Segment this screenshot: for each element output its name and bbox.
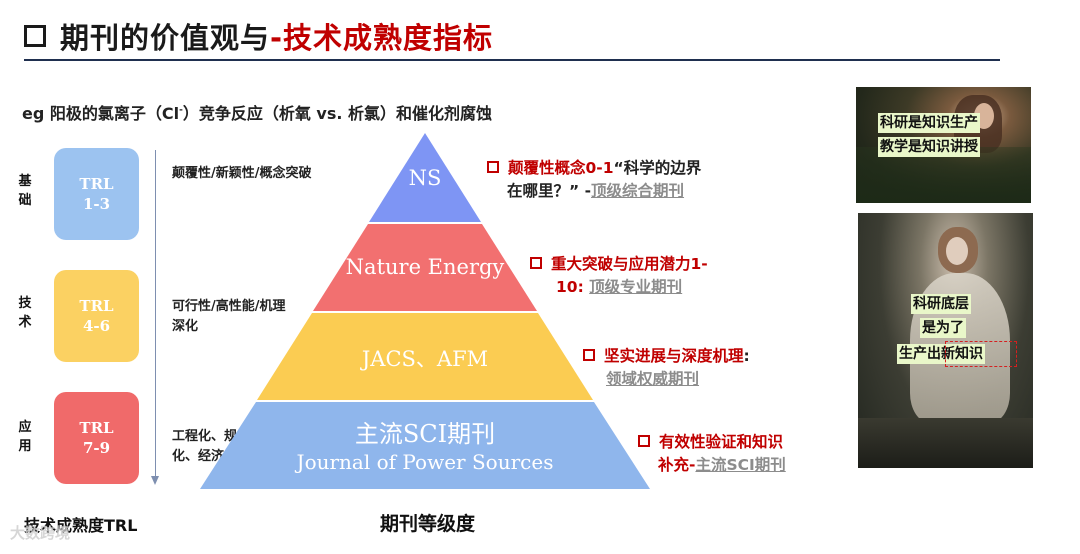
- top-image-tag-line2: 教学是知识讲授: [878, 137, 980, 157]
- note-nature-energy: 重大突破与应用潜力1- 10: 顶级专业期刊: [530, 253, 708, 299]
- pyramid-text-nature-energy: Nature Energy: [313, 255, 537, 279]
- bottom-label-journal-level: 期刊等级度: [380, 509, 475, 536]
- top-image-tag-line1: 科研是知识生产: [878, 113, 980, 133]
- note-square-icon: [583, 349, 595, 361]
- pyramid-text-jacs-afm: JACS、AFM: [257, 343, 593, 373]
- note-mainstream-sci: 有效性验证和知识 补充-主流SCI期刊: [638, 431, 786, 477]
- pyramid-text-sci: 主流SCI期刊: [200, 414, 650, 449]
- bottom-image-tag-line2: 是为了: [920, 318, 966, 338]
- note-square-icon: [638, 435, 650, 447]
- note-square-icon: [530, 257, 542, 269]
- note-square-icon: [487, 161, 499, 173]
- bottom-image-tag-line1: 科研底层: [911, 294, 971, 314]
- pyramid-text-jps: Journal of Power Sources: [200, 450, 650, 474]
- dashed-highlight-box: [945, 341, 1017, 367]
- note-ns: 颠覆性概念0-1“科学的边界 在哪里？” -顶级综合期刊: [487, 157, 701, 203]
- watermark: 大数跨境: [10, 522, 70, 543]
- pyramid-text-ns: NS: [375, 166, 475, 190]
- note-jacs-afm: 坚实进展与深度机理: 领域权威期刊: [583, 345, 750, 391]
